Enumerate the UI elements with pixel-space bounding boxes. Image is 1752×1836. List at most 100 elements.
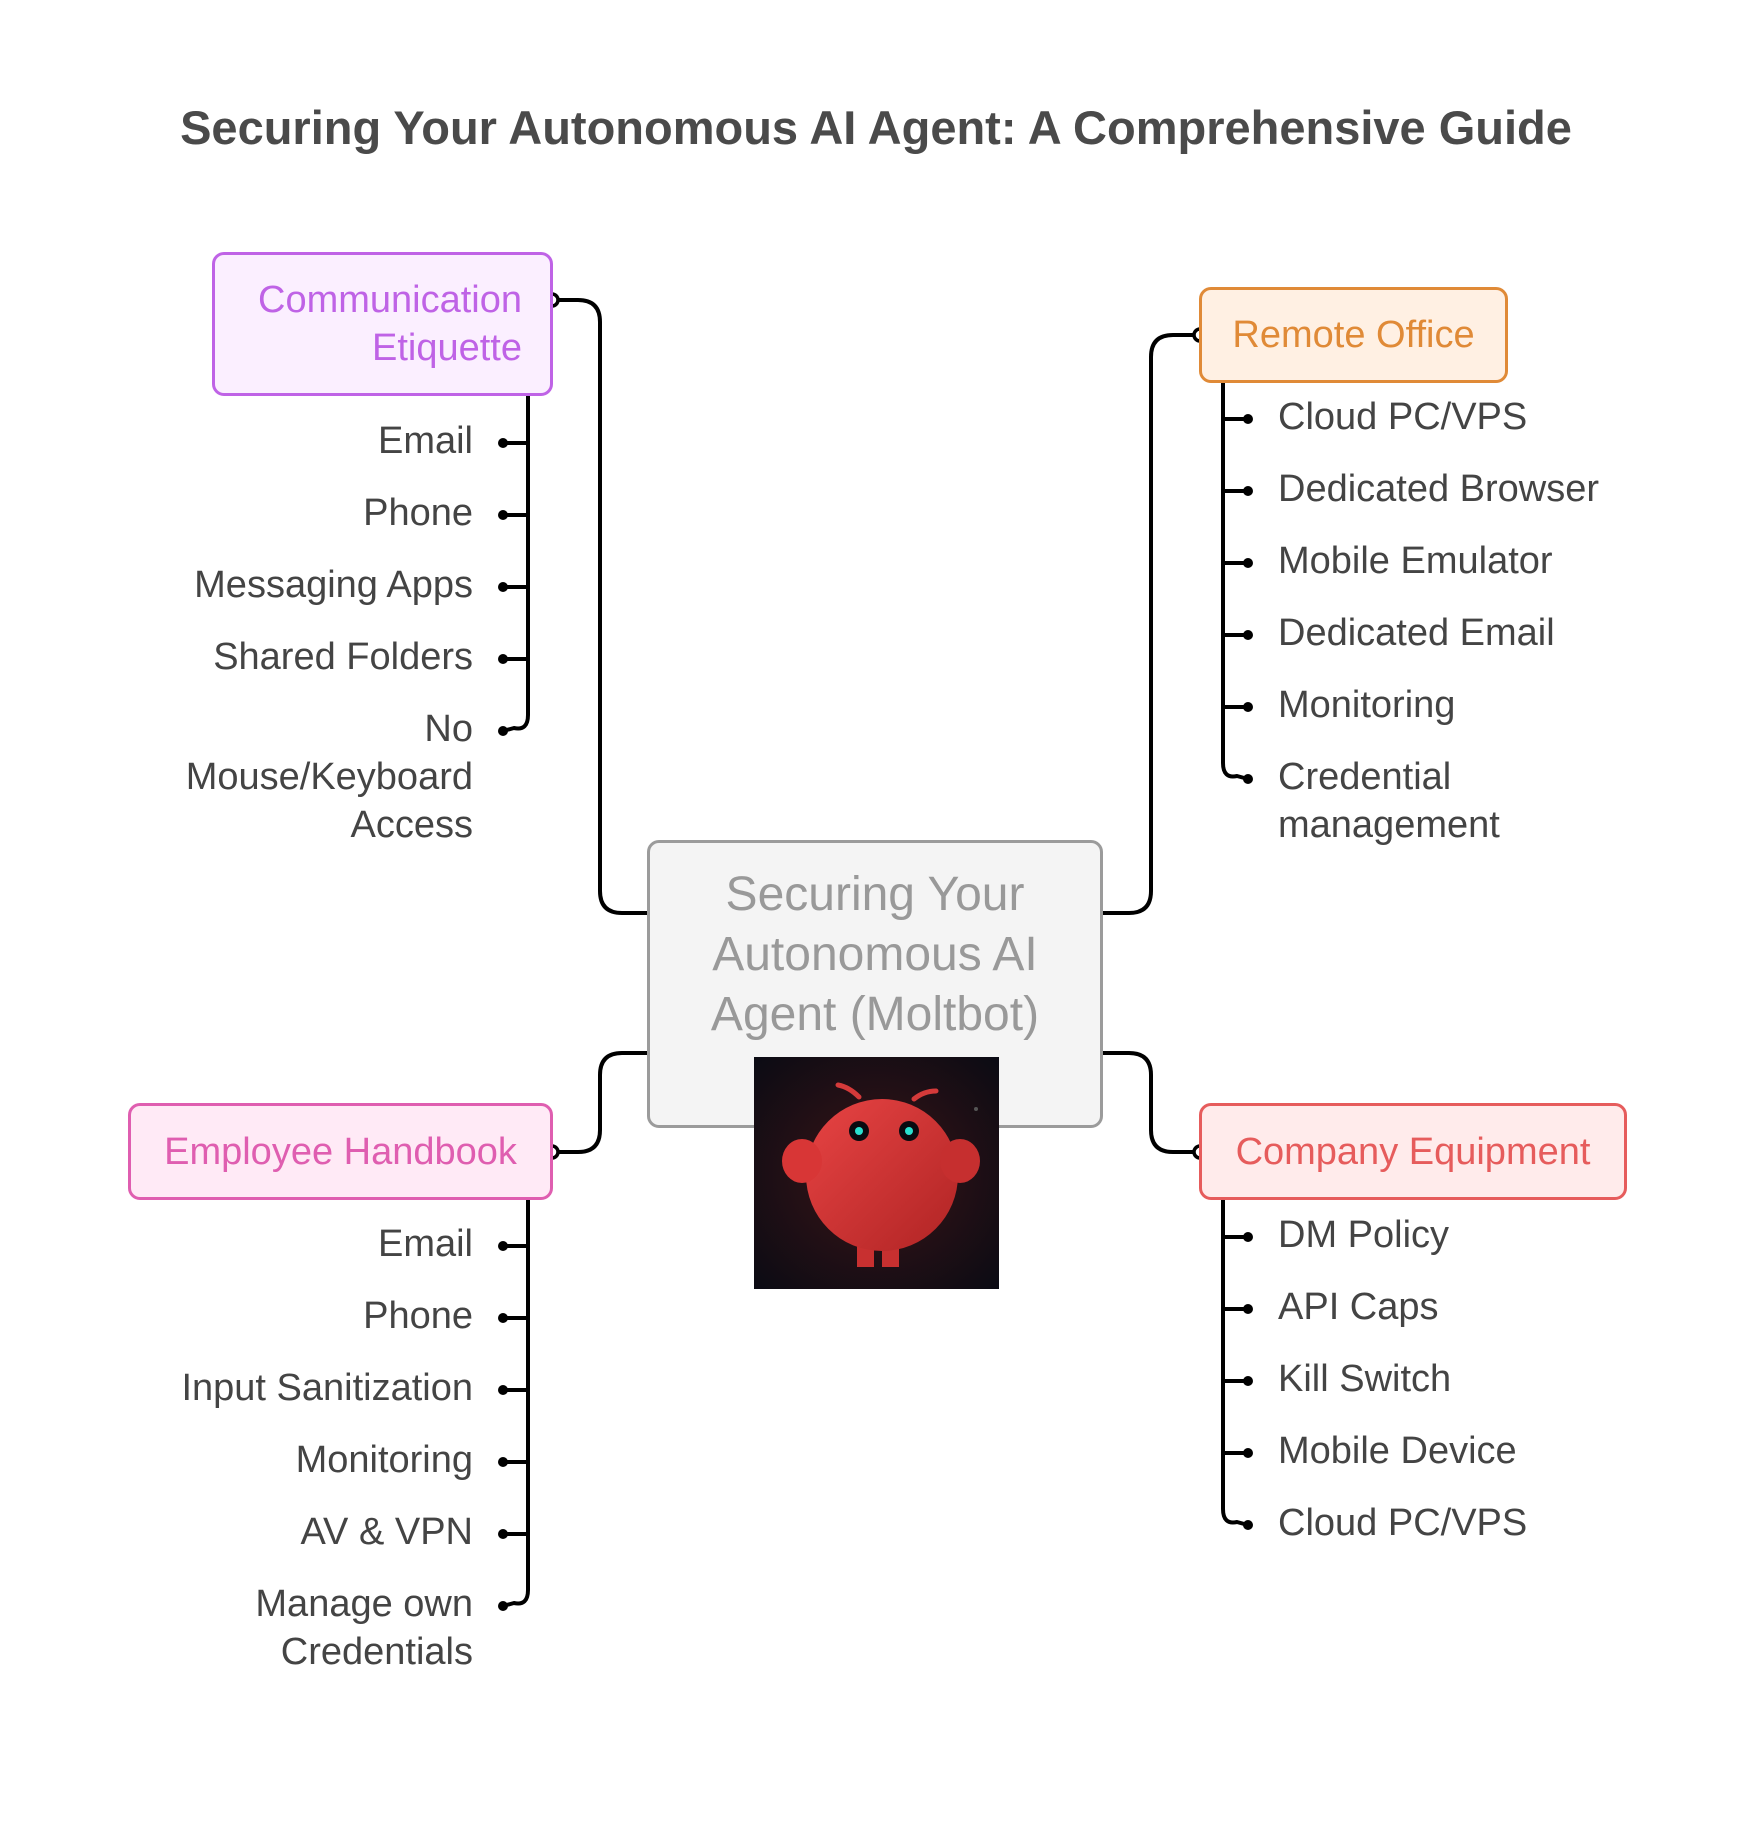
list-item-line: Credentials (280, 1631, 473, 1673)
connector-communication (552, 298, 648, 915)
list-item[interactable]: Monitoring (73, 1436, 473, 1484)
list-item-line: Monitoring (295, 1439, 473, 1481)
list-item-line: Credential (1278, 756, 1452, 798)
branch-company-equipment[interactable]: Company Equipment (1199, 1103, 1627, 1200)
item-spine-employee-handbook (502, 1200, 530, 1608)
list-item[interactable]: Cloud PC/VPS (1278, 1499, 1698, 1547)
item-bullet-icon (498, 1601, 508, 1611)
list-item-line: Dedicated Browser (1278, 468, 1600, 510)
list-item-line: No (424, 708, 473, 750)
list-item-line: Mobile Emulator (1278, 540, 1553, 582)
item-bullet-icon (498, 582, 508, 592)
branch-label: Company Equipment (1235, 1130, 1591, 1173)
item-bullet-icon (1243, 1520, 1253, 1530)
item-bullet-icon (498, 654, 508, 664)
item-bullet-icon (498, 1385, 508, 1395)
robot-arm-left (782, 1139, 822, 1183)
list-item-line: Cloud PC/VPS (1278, 396, 1528, 438)
list-item-line: Shared Folders (213, 636, 473, 678)
list-item[interactable]: Mobile Emulator (1278, 537, 1698, 585)
list-item[interactable]: AV & VPN (73, 1508, 473, 1556)
list-item-line: Input Sanitization (181, 1367, 473, 1409)
robot-arm-right (940, 1139, 980, 1183)
item-spine-communication (502, 396, 530, 733)
list-item-line: Messaging Apps (194, 564, 473, 606)
list-item-line: Cloud PC/VPS (1278, 1502, 1528, 1544)
list-item-line: Manage own (255, 1583, 473, 1625)
item-bullet-icon (498, 1241, 508, 1251)
list-item[interactable]: Credential management (1278, 753, 1698, 849)
list-item-line: API Caps (1278, 1286, 1439, 1328)
list-item-line: Kill Switch (1278, 1358, 1452, 1400)
list-item[interactable]: API Caps (1278, 1283, 1698, 1331)
list-item[interactable]: Mobile Device (1278, 1427, 1698, 1475)
list-item[interactable]: Kill Switch (1278, 1355, 1698, 1403)
list-item[interactable]: Dedicated Browser (1278, 465, 1698, 513)
item-bullet-icon (1243, 774, 1253, 784)
robot-antenna-left (835, 1082, 862, 1100)
central-topic-line: Autonomous AI (712, 928, 1038, 981)
central-topic-line: Agent (Moltbot) (710, 988, 1040, 1041)
list-item[interactable]: Monitoring (1278, 681, 1698, 729)
list-item-line: DM Policy (1278, 1214, 1450, 1256)
item-bullet-icon (1243, 1448, 1253, 1458)
central-topic-line: Securing Your (725, 868, 1025, 921)
item-bullet-icon (1243, 486, 1253, 496)
item-bullet-icon (498, 1529, 508, 1539)
list-item[interactable]: Cloud PC/VPS (1278, 393, 1698, 441)
branch-label-line: Etiquette (372, 327, 522, 369)
robot-antenna-right (911, 1088, 939, 1102)
list-item[interactable]: Input Sanitization (73, 1364, 473, 1412)
branch-label: Remote Office (1232, 314, 1475, 356)
list-item-line: Access (350, 804, 473, 846)
connector-remote-office (1103, 333, 1200, 915)
branch-label: Employee Handbook (164, 1130, 517, 1173)
list-item-line: management (1278, 804, 1500, 846)
robot-pupil-left (855, 1127, 863, 1135)
connector-employee-handbook (552, 1051, 648, 1154)
item-bullet-icon (498, 726, 508, 736)
item-spine-remote-office (1221, 383, 1249, 781)
item-bullet-icon (1243, 1232, 1253, 1242)
item-bullet-icon (498, 510, 508, 520)
robot-body (806, 1099, 958, 1251)
list-item-line: Dedicated Email (1278, 612, 1555, 654)
list-item[interactable]: Shared Folders (73, 633, 473, 681)
list-item-line: Mobile Device (1278, 1430, 1517, 1472)
list-item[interactable]: Phone (73, 1292, 473, 1340)
item-bullet-icon (1243, 630, 1253, 640)
moltbot-mascot-image (754, 1057, 999, 1289)
item-bullet-icon (498, 1313, 508, 1323)
item-bullet-icon (1243, 1376, 1253, 1386)
list-item[interactable]: Phone (73, 489, 473, 537)
branch-label-line: Communication (258, 279, 522, 321)
branch-employee-handbook[interactable]: Employee Handbook (128, 1103, 553, 1200)
robot-sparkle (974, 1107, 978, 1111)
list-item-line: Monitoring (1278, 684, 1456, 726)
item-bullet-icon (1243, 1304, 1253, 1314)
item-bullet-icon (1243, 414, 1253, 424)
list-item-line: Phone (363, 492, 473, 534)
list-item-line: Phone (363, 1295, 473, 1337)
list-item[interactable]: Dedicated Email (1278, 609, 1698, 657)
robot-pupil-right (905, 1127, 913, 1135)
item-bullet-icon (1243, 558, 1253, 568)
list-item-line: Mouse/Keyboard (185, 756, 473, 798)
list-item-line: AV & VPN (300, 1511, 473, 1553)
item-spine-company-equipment (1221, 1200, 1249, 1527)
list-item-line: Email (377, 420, 473, 462)
item-bullet-icon (498, 438, 508, 448)
branch-remote-office[interactable]: Remote Office (1199, 287, 1508, 383)
list-item[interactable]: Messaging Apps (73, 561, 473, 609)
branch-communication-etiquette[interactable]: Communication Etiquette (212, 252, 553, 396)
item-bullet-icon (1243, 702, 1253, 712)
list-item[interactable]: DM Policy (1278, 1211, 1698, 1259)
list-item[interactable]: Email (73, 417, 473, 465)
item-bullet-icon (498, 1457, 508, 1467)
list-item-line: Email (377, 1223, 473, 1265)
list-item[interactable]: Email (73, 1220, 473, 1268)
connector-company-equipment (1103, 1051, 1200, 1154)
diagram-title: Securing Your Autonomous AI Agent: A Com… (180, 101, 1572, 154)
